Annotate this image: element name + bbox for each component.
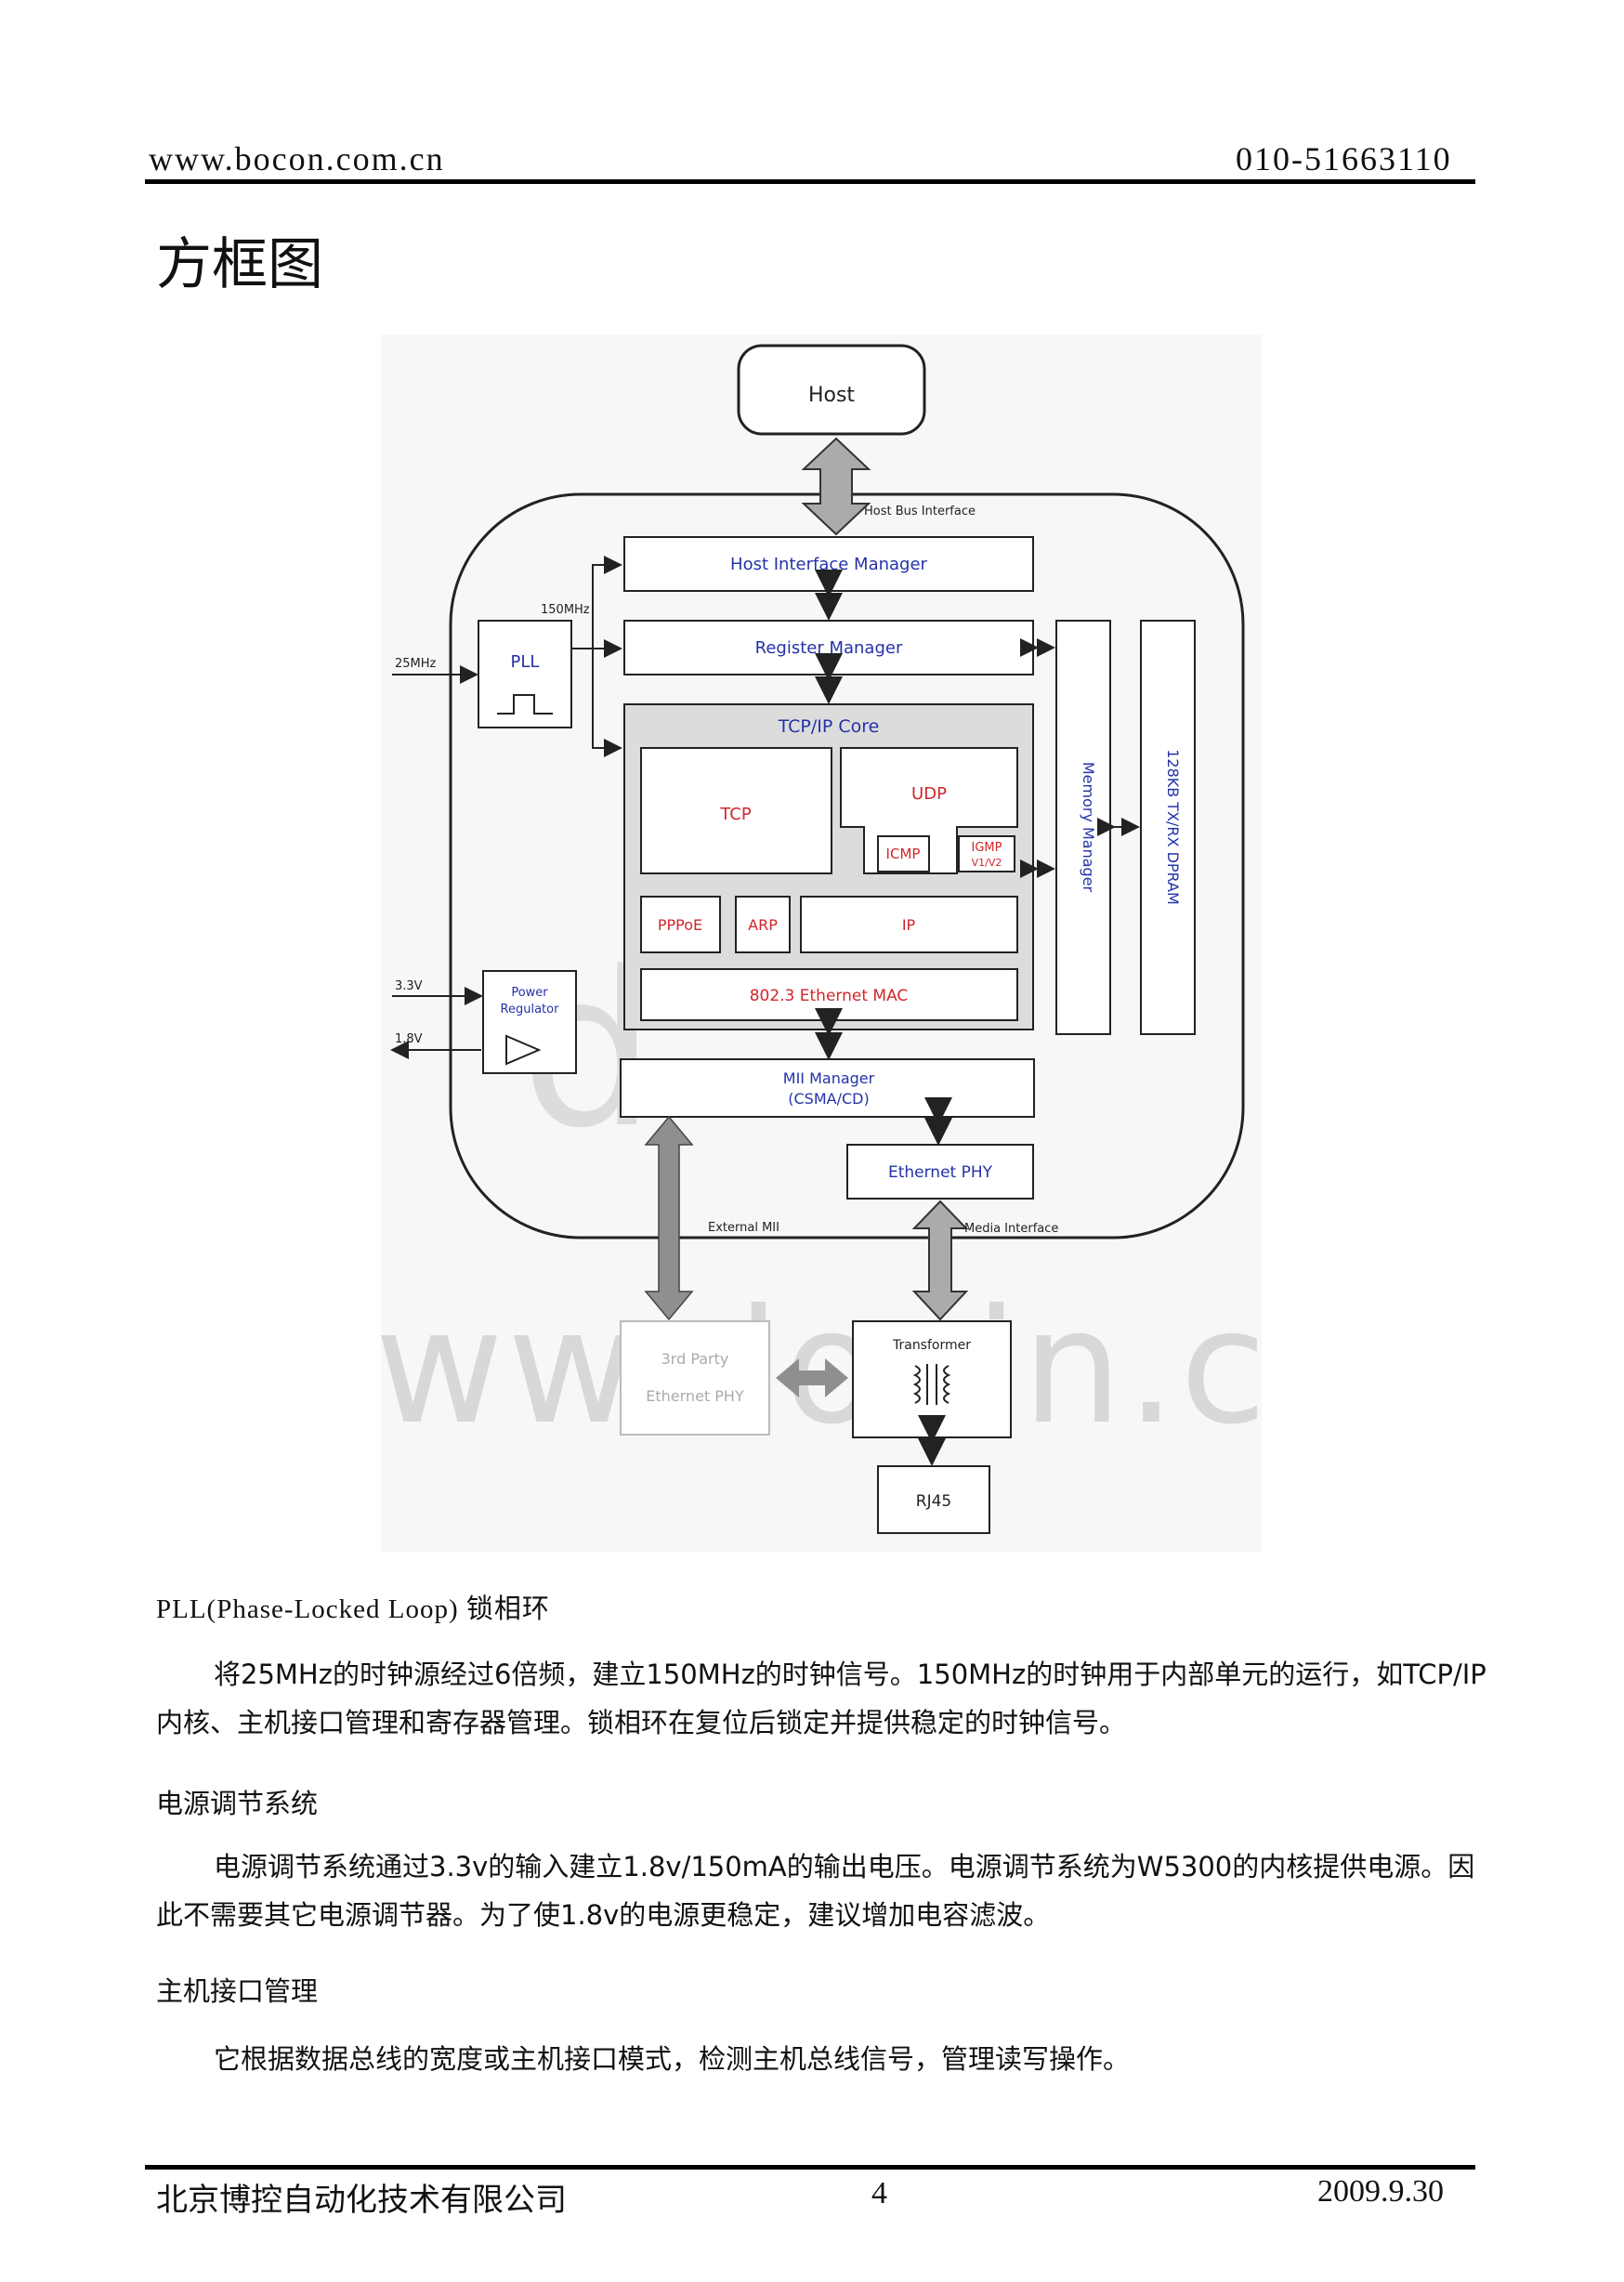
rj45-box <box>877 1465 990 1534</box>
pll-to-him-arrow <box>571 556 622 649</box>
pll-to-core-arrow <box>592 649 622 757</box>
clock-in-label: 25MHz <box>395 657 437 671</box>
host-label: Host <box>808 384 855 407</box>
dpram-label: 128KB TX/RX DPRAM <box>1164 749 1182 905</box>
dpram-box <box>1140 620 1196 1035</box>
v-in-label: 3.3V <box>395 979 423 993</box>
ethernet-phy-label: Ethernet PHY <box>888 1163 993 1182</box>
header-phone: 010-51663110 <box>1236 140 1452 177</box>
footer-page-number: 4 <box>871 2176 887 2210</box>
host-bus-interface-label: Host Bus Interface <box>864 505 976 518</box>
clock-out-label: 150MHz <box>541 603 590 617</box>
icmp-box <box>877 835 930 872</box>
host-bus-arrow <box>801 437 871 536</box>
mii-label-2: (CSMA/CD) <box>788 1090 869 1108</box>
v-out-label: 1.8V <box>395 1032 423 1046</box>
arp-box <box>735 896 791 953</box>
section-body-host-interface: 它根据数据总线的宽度或主机接口模式，检测主机总线信号，管理读写操作。 <box>214 2043 1131 2075</box>
regulator-icon <box>505 1034 542 1066</box>
block-diagram: d www.docin.com Host Host Bus Interface … <box>381 334 1262 1552</box>
arp-label: ARP <box>748 916 778 934</box>
pppoe-label: PPPoE <box>658 916 702 934</box>
ethernet-mac-label: 802.3 Ethernet MAC <box>750 987 909 1005</box>
power-label-2: Regulator <box>501 1003 560 1016</box>
phy-transformer-arrow <box>776 1358 848 1397</box>
pppoe-box <box>640 896 721 953</box>
section-body-pll: 将25MHz的时钟源经过6倍频，建立150MHz的时钟信号。150MHz的时钟用… <box>156 1659 1486 1738</box>
host-interface-manager-label: Host Interface Manager <box>730 555 928 574</box>
section-body-power: 电源调节系统通过3.3v的输入建立1.8v/150mA的输出电压。电源调节系统为… <box>156 1851 1475 1931</box>
register-manager-label: Register Manager <box>755 638 903 658</box>
tcp-box <box>640 747 832 874</box>
pll-label: PLL <box>511 652 540 672</box>
external-mii-label: External MII <box>708 1221 779 1235</box>
third-party-phy-box <box>620 1320 770 1436</box>
footer-date: 2009.9.30 <box>1317 2174 1444 2209</box>
tcp-label: TCP <box>719 805 752 824</box>
footer-rule <box>145 2165 1475 2170</box>
footer-company: 北京博控自动化技术有限公司 <box>156 2182 567 2219</box>
mii-label-1: MII Manager <box>783 1069 875 1087</box>
host-box <box>737 344 926 436</box>
ip-box <box>800 896 1018 953</box>
section-heading-power: 电源调节系统 <box>156 1788 319 1819</box>
media-interface-arrow <box>911 1200 969 1321</box>
rj45-label: RJ45 <box>916 1492 951 1511</box>
external-mii-arrow <box>644 1115 694 1321</box>
section-heading-pll: PLL(Phase-Locked Loop) 锁相环 <box>156 1594 550 1624</box>
icmp-label: ICMP <box>886 846 921 862</box>
ethernet-phy-box <box>846 1144 1034 1200</box>
igmp-box <box>958 835 1015 872</box>
udp-label: UDP <box>911 784 947 804</box>
header-website: www.bocon.com.cn <box>149 140 445 177</box>
power-label-1: Power <box>511 986 548 1000</box>
igmp-label-1: IGMP <box>972 841 1002 855</box>
section-heading-host-interface: 主机接口管理 <box>156 1975 319 2007</box>
memory-manager-label: Memory Manager <box>1080 762 1097 893</box>
header-rule <box>145 179 1475 184</box>
transformer-icon <box>912 1364 951 1405</box>
tcpip-core-label: TCP/IP Core <box>778 716 880 737</box>
ip-label: IP <box>902 916 916 934</box>
transformer-label: Transformer <box>892 1338 971 1353</box>
mii-manager-box <box>620 1058 1035 1118</box>
pll-box <box>478 620 572 728</box>
pll-pulse-icon <box>497 694 553 715</box>
igmp-label-2: V1/V2 <box>972 857 1002 869</box>
third-party-label-2: Ethernet PHY <box>646 1387 744 1405</box>
page-title: 方框图 <box>156 232 323 297</box>
media-interface-label: Media Interface <box>964 1222 1058 1236</box>
power-regulator-box <box>482 970 577 1074</box>
third-party-label-1: 3rd Party <box>661 1350 729 1368</box>
watermark-bottom: www.docin.com <box>381 1276 1262 1460</box>
